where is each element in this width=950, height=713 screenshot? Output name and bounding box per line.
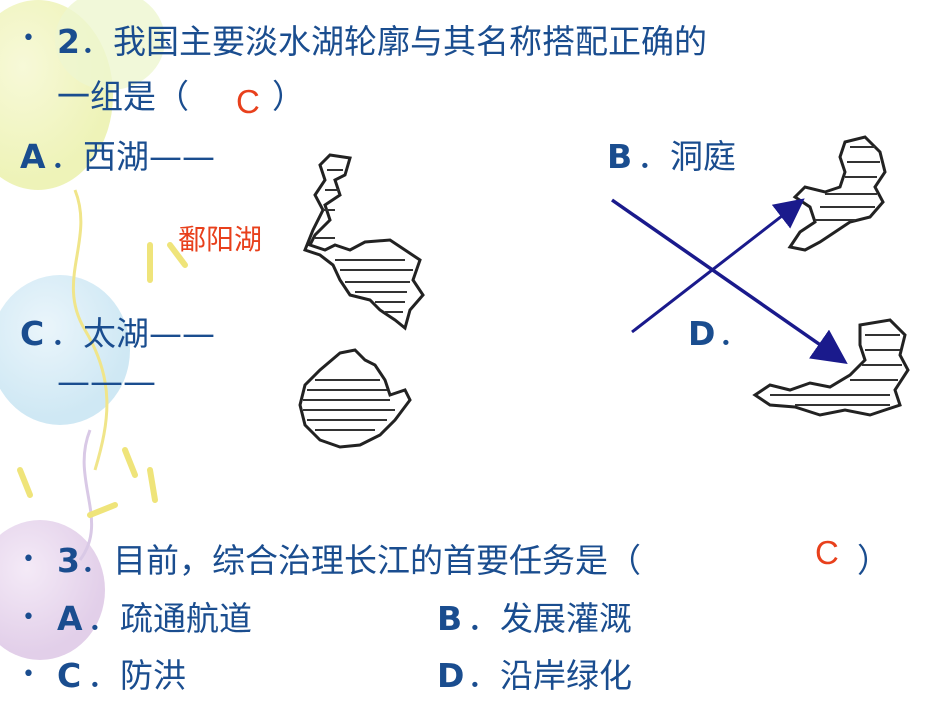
q2-option-a-text: ．西湖—— <box>50 137 215 176</box>
q2-option-c-text: ．太湖—— <box>50 314 215 353</box>
q3-option-b-letter: B <box>437 599 463 638</box>
balloon-purple <box>0 520 105 660</box>
q2-option-c-letter: C <box>20 314 45 353</box>
q2-option-b-letter: B <box>607 137 633 176</box>
q3-option-b-text: ．发展灌溉 <box>467 599 632 638</box>
q3-option-a-text: ．疏通航道 <box>87 599 252 638</box>
bullet-q2: • <box>22 26 35 51</box>
q2-stem-line1: ．我国主要淡水湖轮廓与其名称搭配正确的 <box>80 22 707 61</box>
q2-option-d-letter: D <box>688 314 716 353</box>
q3-option-d-text: ．沿岸绿化 <box>467 656 632 695</box>
balloon-string-2 <box>78 429 94 561</box>
q3-option-d-letter: D <box>437 656 465 695</box>
lake-outline-taihu <box>298 348 412 449</box>
q2-stem-line2: 一组是（ <box>57 77 189 116</box>
q2-option-a-letter: A <box>20 137 46 176</box>
q2-option-d-text: ． <box>718 314 751 353</box>
q3-option-c-letter: C <box>57 656 82 695</box>
q2-number: 2 <box>57 22 80 61</box>
lake-outline-dongting <box>787 135 887 252</box>
q2-close-paren: ） <box>272 77 305 116</box>
q3-answer: C <box>815 534 839 571</box>
balloon-string <box>71 189 109 471</box>
q2-option-b-text: ．洞庭 <box>637 137 736 176</box>
bullet-q3-a: • <box>22 605 35 630</box>
q3-stem: ．目前，综合治理长江的首要任务是（ <box>80 541 641 580</box>
lake-outline-poyang <box>303 153 425 331</box>
q3-option-c-text: ．防洪 <box>87 656 186 695</box>
bullet-q3: • <box>22 547 35 572</box>
q2-answer: C <box>236 83 260 120</box>
q2-annotation-poyang: 鄱阳湖 <box>178 224 263 255</box>
q3-number: 3 <box>57 541 80 580</box>
balloon-green <box>55 0 165 90</box>
sparkle-lines <box>17 242 188 518</box>
lake-outline-hongze <box>752 318 910 417</box>
q3-option-a-letter: A <box>57 599 83 638</box>
bullet-q3-c: • <box>22 662 35 687</box>
q2-option-c-wrap: ——— <box>57 362 156 401</box>
balloon-blue <box>0 275 130 425</box>
q3-close-paren: ） <box>857 541 890 580</box>
